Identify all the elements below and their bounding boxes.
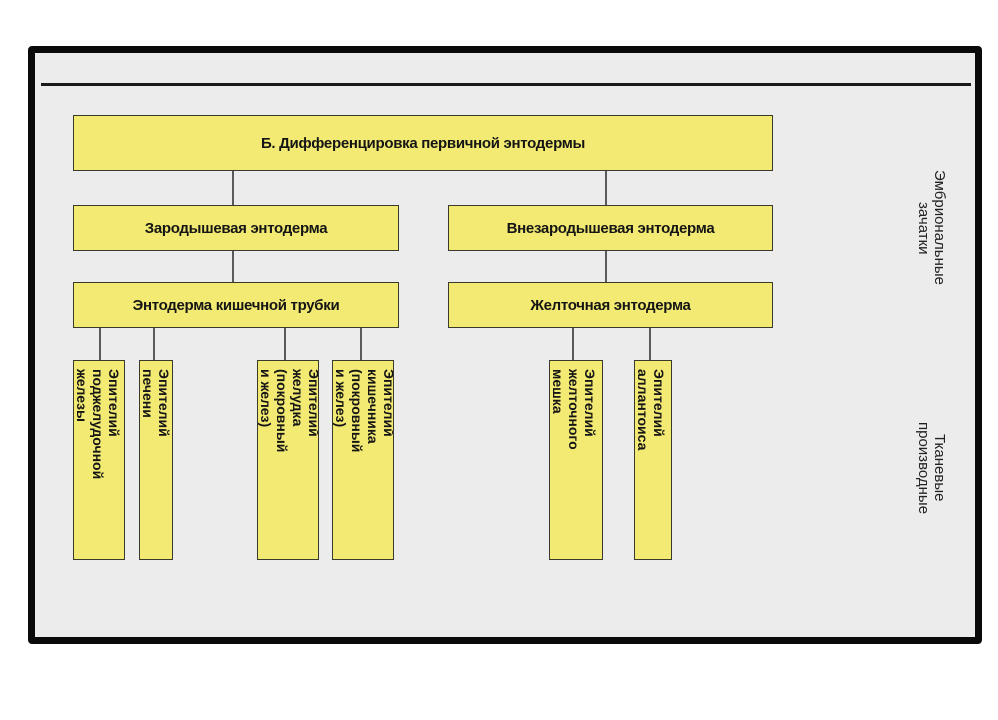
yolk-endoderm-label: Желточная энтодерма (530, 296, 691, 314)
tissue-derivatives-label: Тканевые производные (915, 421, 948, 515)
extraembryonic-endoderm-box: Внезародышевая энтодерма (448, 205, 773, 251)
connector-lines (99, 171, 651, 360)
yolk-sac-epithelium-label: Эпителий желточного мешка (550, 369, 598, 450)
title-box: Б. Дифференцировка первичной энтодермы (73, 115, 773, 171)
gut-tube-endoderm-box: Энтодерма кишечной трубки (73, 282, 399, 328)
top-divider-line (41, 83, 971, 86)
diagram-frame: Б. Дифференцировка первичной энтодермы З… (28, 46, 982, 644)
allantois-epithelium-box: Эпителий аллантоиса (634, 360, 672, 560)
title-box-label: Б. Дифференцировка первичной энтодермы (260, 134, 586, 152)
extraembryonic-endoderm-label: Внезародышевая энтодерма (506, 219, 715, 237)
germinal-endoderm-label: Зародышевая энтодерма (144, 219, 328, 237)
gut-tube-endoderm-label: Энтодерма кишечной трубки (132, 296, 340, 314)
liver-epithelium-label: Эпителий печени (140, 369, 172, 437)
liver-epithelium-box: Эпителий печени (139, 360, 173, 560)
embryonic-rudiments-label: Эмбриональные зачатки (915, 170, 948, 286)
stomach-epithelium-label: Эпителий желудка (покровный и желез) (258, 369, 319, 453)
pancreas-epithelium-label: Эпителий поджелудочной железы (74, 369, 122, 480)
allantois-epithelium-label: Эпителий аллантоиса (635, 369, 667, 451)
germinal-endoderm-box: Зародышевая энтодерма (73, 205, 399, 251)
intestine-epithelium-label: Эпителий кишечника (покровный и желез) (333, 369, 394, 453)
yolk-sac-epithelium-box: Эпителий желточного мешка (549, 360, 603, 560)
yolk-endoderm-box: Желточная энтодерма (448, 282, 773, 328)
intestine-epithelium-box: Эпителий кишечника (покровный и желез) (332, 360, 394, 560)
pancreas-epithelium-box: Эпителий поджелудочной железы (73, 360, 125, 560)
stomach-epithelium-box: Эпителий желудка (покровный и желез) (257, 360, 319, 560)
